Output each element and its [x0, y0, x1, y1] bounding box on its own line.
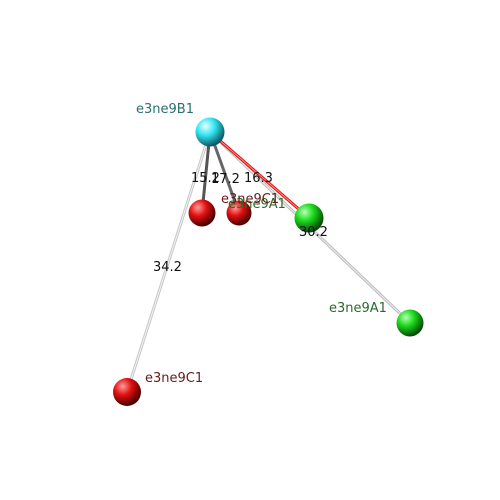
atom-label-red-b: e3ne9A1 [228, 197, 286, 212]
atom-b1[interactable] [195, 117, 225, 147]
atom-label-green-b: e3ne9A1 [329, 301, 387, 316]
distance-line-b1-red-c-highlight [126, 131, 211, 393]
distance-labels: 15.2 17.2 16.3 30.2 34.2 [153, 171, 328, 275]
distance-label-b1-green-b: 30.2 [299, 225, 328, 240]
distance-label-b1-red-b: 17.2 [211, 172, 240, 187]
atom-label-red-c: e3ne9C1 [145, 371, 203, 386]
atom-green-b[interactable] [396, 309, 424, 337]
atom-label-b1: e3ne9B1 [136, 102, 194, 117]
distance-label-b1-red-c: 34.2 [153, 260, 182, 275]
atom-label-green-a: e3ne9C1 [221, 192, 279, 207]
atom-red-a[interactable] [188, 199, 216, 227]
distance-label-b1-green-a: 16.3 [244, 171, 273, 186]
atom-red-c[interactable] [113, 378, 141, 406]
atoms [113, 117, 424, 406]
atom-red-b[interactable] [226, 200, 252, 226]
distance-line-b1-green-a-highlight [209, 131, 310, 219]
distance-label-b1-red-a: 15.2 [191, 171, 220, 186]
atom-labels: e3ne9B1 e3ne9A1 e3ne9C1 e3ne9A1 e3ne9C1 [136, 102, 387, 386]
atom-green-a[interactable] [294, 203, 324, 233]
